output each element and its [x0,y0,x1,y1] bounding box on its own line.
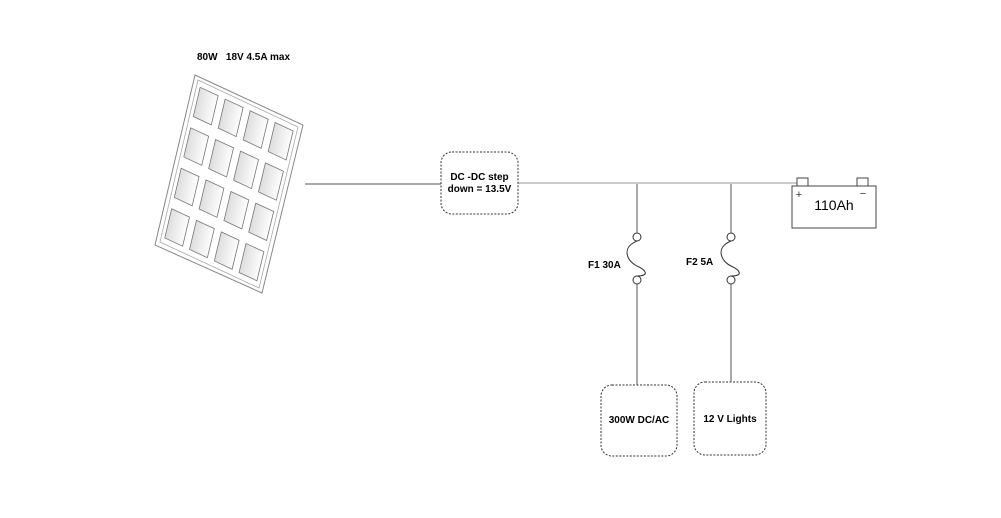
solar-cell [192,86,219,126]
fuse-symbol-icon [626,240,646,277]
fuse-terminal [632,275,642,285]
solar-cell [248,202,275,242]
solar-cell [164,208,190,247]
solar-cell [198,179,225,218]
solar-cell [242,110,269,149]
fuse-terminal [726,275,736,285]
battery-plus-sign: + [796,189,802,201]
solar-cell [213,231,240,270]
converter-label-line1: DC -DC step [450,172,508,183]
battery-positive-terminal [796,177,809,187]
battery-negative-terminal [856,177,869,187]
solar-panel-icon [154,74,304,294]
fuse-terminal [632,232,642,242]
solar-cell [173,167,200,207]
fuse-2-label: F2 5A [686,257,713,268]
load-1-label: 300W DC/AC [609,415,670,426]
solar-cell [189,219,215,259]
battery: + − 110Ah [791,177,877,229]
solar-cell [233,150,259,190]
load-2-label: 12 V Lights [703,414,757,425]
load-box-inverter [600,384,678,457]
branch-fuse-2: F2 5A 12 V Lights [686,184,767,456]
panel-label: 80W 18V 4.5A max [197,52,290,63]
solar-cell [208,138,235,178]
solar-cell [238,242,265,282]
battery-minus-sign: − [860,188,866,200]
solar-cell [183,127,210,166]
fuse-1-label: F1 30A [588,260,621,271]
solar-cell [257,162,284,201]
solar-cell [267,121,294,161]
solar-cell [217,98,244,138]
fuse-symbol-icon [720,240,740,277]
fuse-terminal [726,232,736,242]
battery-label: 110Ah [814,197,853,213]
dc-dc-converter: DC -DC step down = 13.5V [440,151,519,215]
branch-fuse-1: F1 30A 300W DC/AC [588,184,678,457]
converter-label-line2: down = 13.5V [448,184,512,195]
load-box-lights [693,381,767,456]
solar-cell [223,190,250,230]
